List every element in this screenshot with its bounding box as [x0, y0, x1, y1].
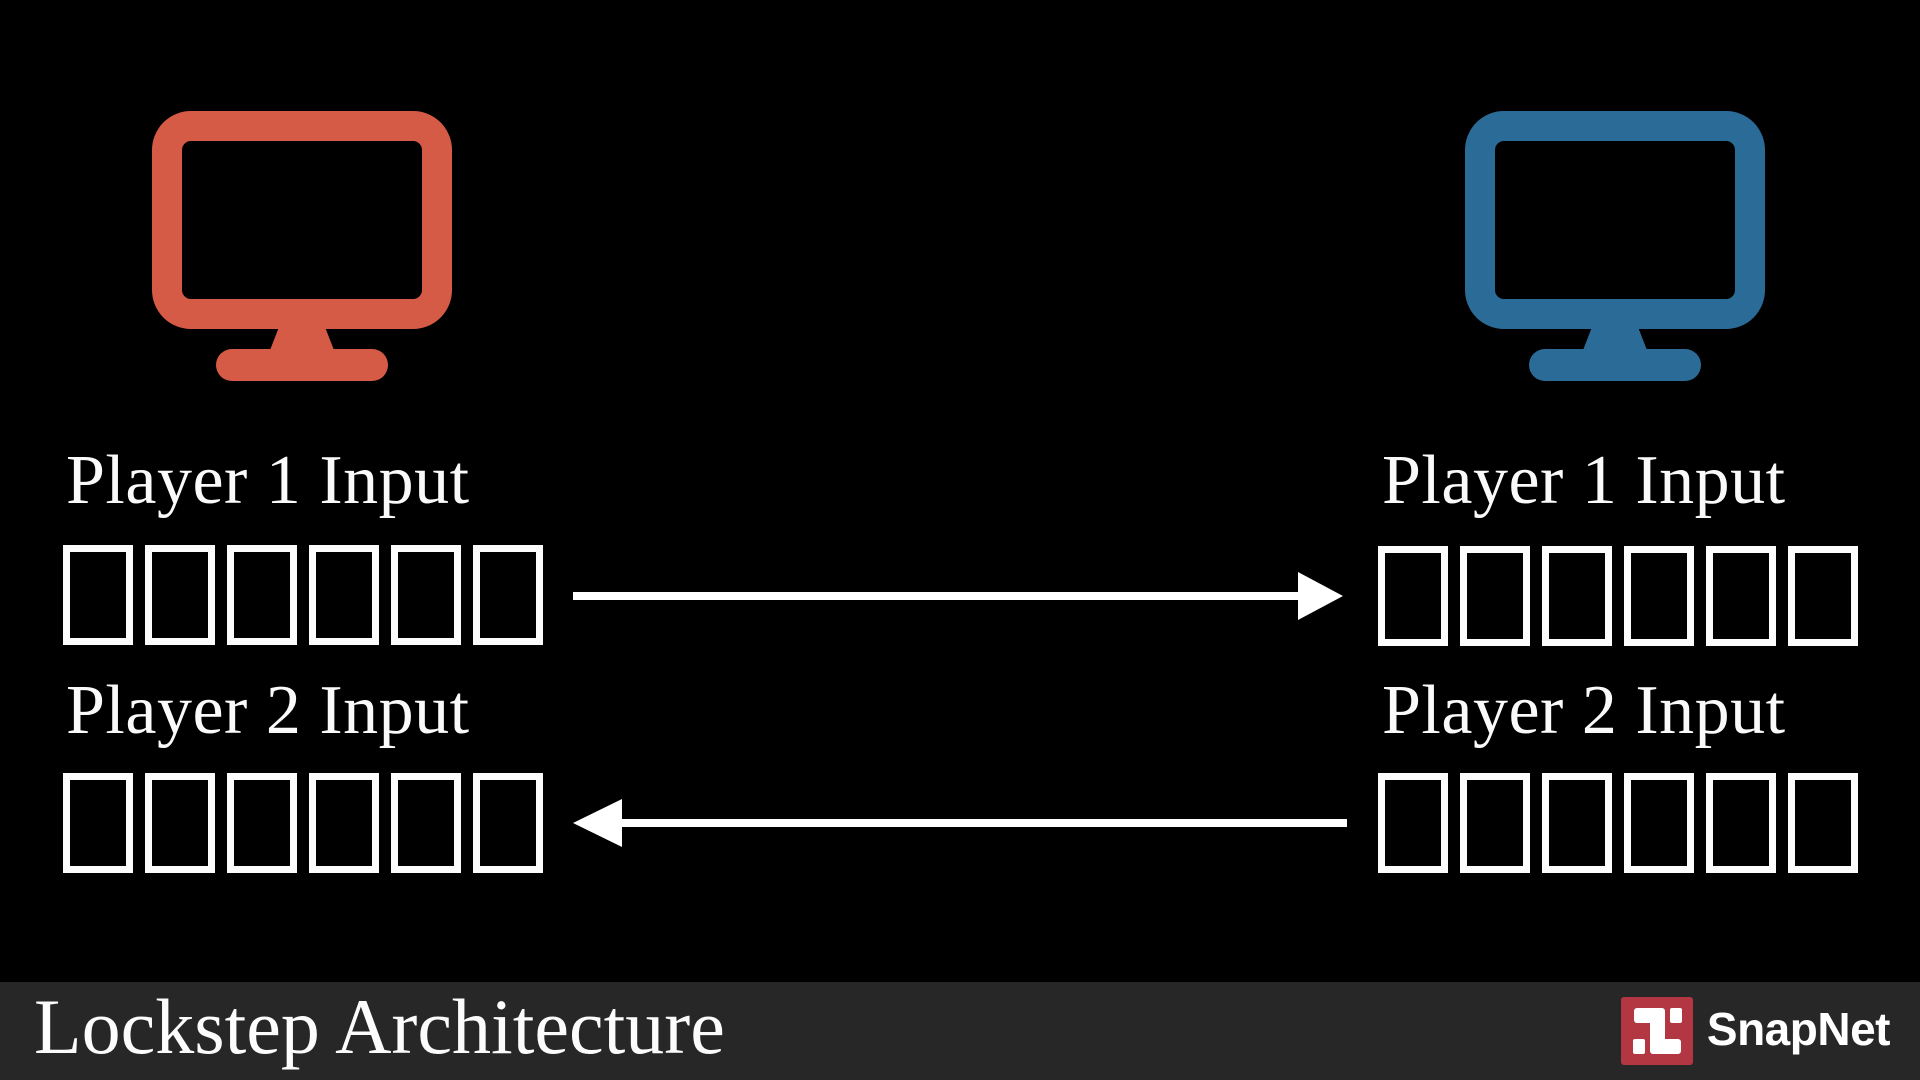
input-slot: [63, 545, 133, 645]
input-slot: [1460, 773, 1530, 873]
player1-input-label: Player 1 Input: [66, 442, 470, 519]
slide-title: Lockstep Architecture: [34, 983, 725, 1070]
input-slot: [145, 773, 215, 873]
input-slot: [309, 545, 379, 645]
snapnet-s-icon: [1620, 997, 1693, 1065]
input-slot: [63, 773, 133, 873]
input-slot: [227, 773, 297, 873]
arrow-head: [573, 799, 622, 847]
input-slot: [1542, 546, 1612, 646]
input-slot: [1378, 773, 1448, 873]
input-slot: [473, 545, 543, 645]
input-slot: [1624, 546, 1694, 646]
input-queue: [1378, 773, 1858, 873]
input-queue: [63, 545, 543, 645]
input-slot: [1542, 773, 1612, 873]
player1-input-label: Player 1 Input: [1382, 442, 1786, 519]
input-slot: [1706, 546, 1776, 646]
input-slot: [1788, 773, 1858, 873]
snapnet-s-glyph: [1632, 1008, 1682, 1054]
input-queue: [1378, 546, 1858, 646]
footer-bar: Lockstep Architecture SnapNet: [0, 982, 1920, 1080]
arrow-head: [1298, 572, 1343, 620]
input-slot: [391, 773, 461, 873]
input-slot: [1460, 546, 1530, 646]
input-slot: [1788, 546, 1858, 646]
input-slot: [227, 545, 297, 645]
input-slot: [309, 773, 379, 873]
input-slot: [391, 545, 461, 645]
player2-input-arrow-icon: [573, 799, 1347, 847]
player1-input-arrow-icon: [573, 572, 1343, 620]
input-slot: [473, 773, 543, 873]
input-slot: [1624, 773, 1694, 873]
player2-input-label: Player 2 Input: [1382, 672, 1786, 749]
input-slot: [145, 545, 215, 645]
arrow-shaft: [573, 592, 1299, 600]
arrow-shaft: [621, 819, 1347, 827]
snapnet-logo: SnapNet: [1620, 997, 1891, 1065]
monitor-icon: [152, 111, 452, 381]
input-slot: [1378, 546, 1448, 646]
snapnet-wordmark: SnapNet: [1706, 1003, 1891, 1055]
monitor-icon: [1465, 111, 1765, 381]
player2-input-label: Player 2 Input: [66, 672, 470, 749]
input-queue: [63, 773, 543, 873]
input-slot: [1706, 773, 1776, 873]
